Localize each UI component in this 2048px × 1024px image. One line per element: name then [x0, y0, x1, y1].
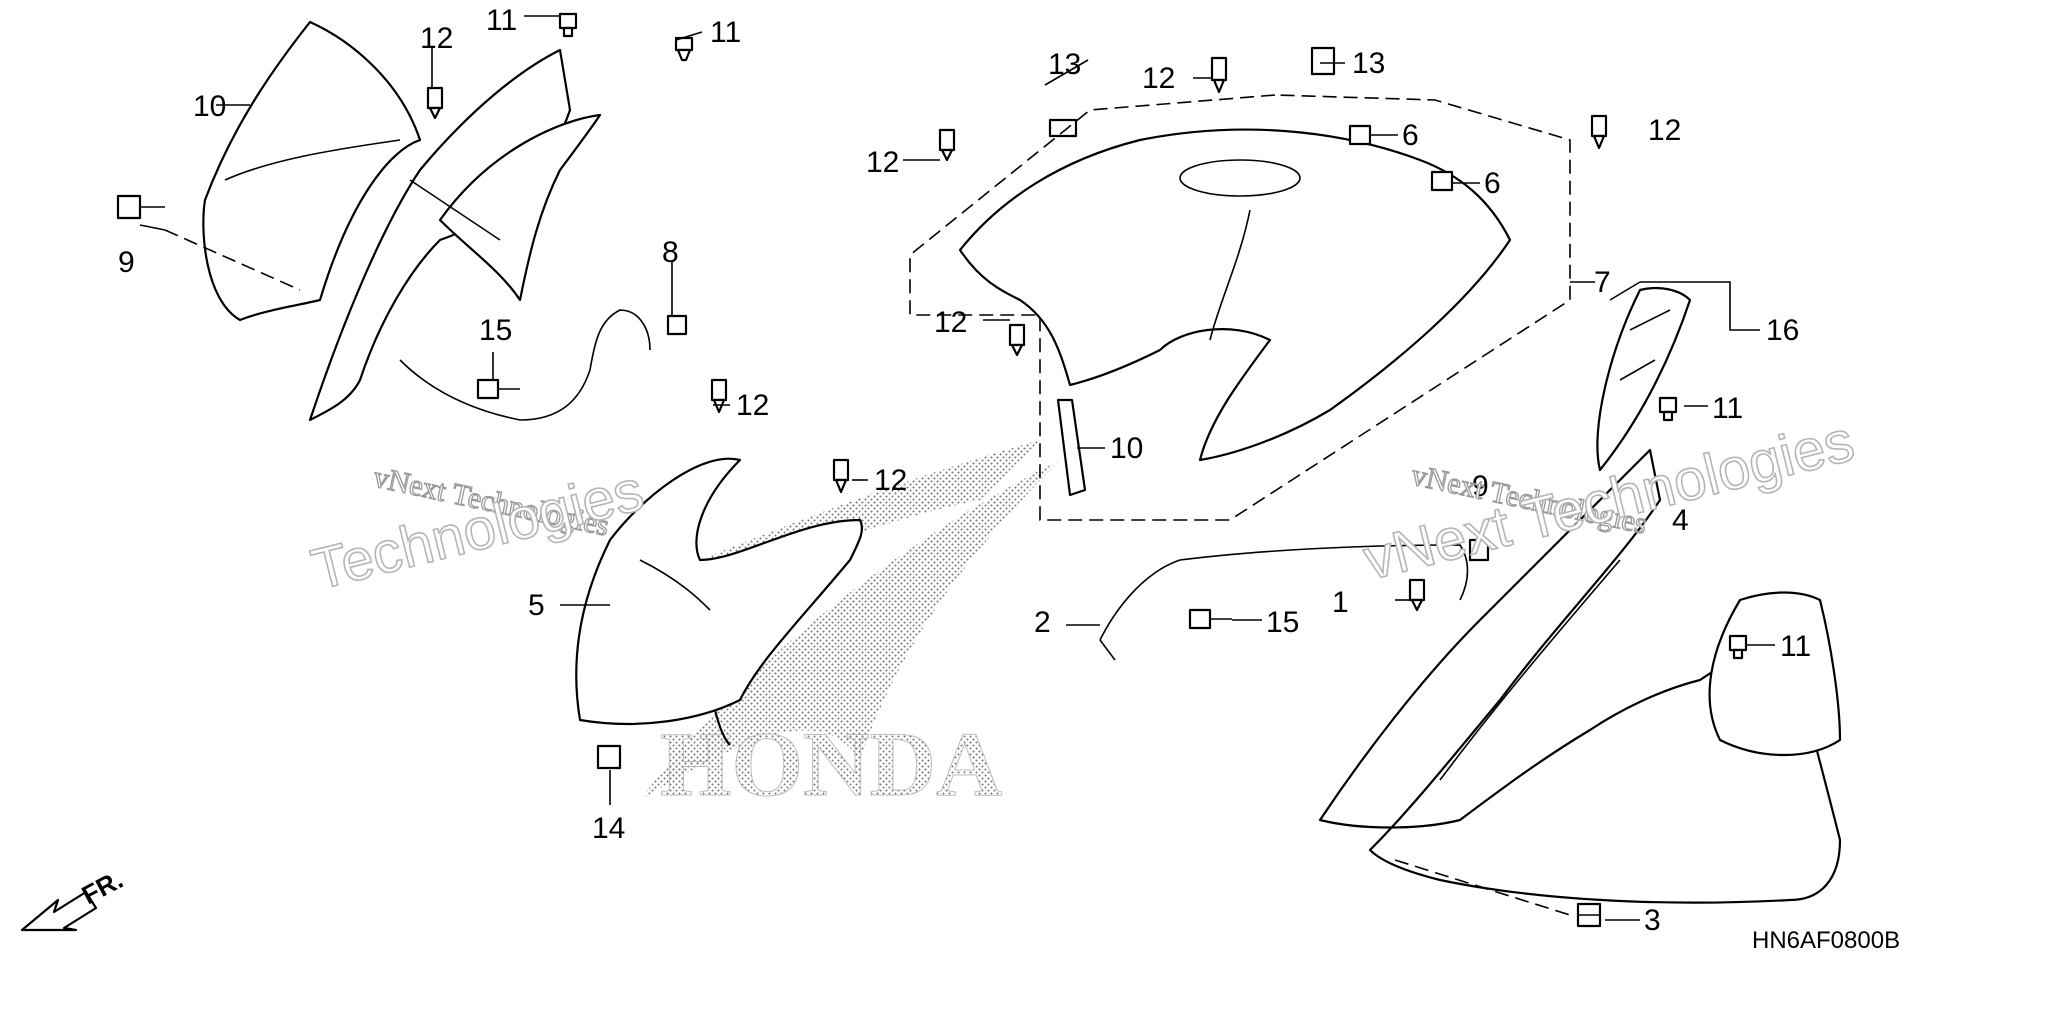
- grommet-icon: [1430, 170, 1454, 192]
- callout-label: 12: [420, 22, 453, 55]
- tank-cover-part-7: [958, 128, 1512, 462]
- clip-icon: [710, 378, 728, 414]
- nut-icon: [1310, 46, 1336, 76]
- callout-label: 3: [1644, 904, 1661, 937]
- callout-label: 5: [528, 589, 545, 622]
- leader-lines: [139, 15, 1775, 921]
- callout-label: 6: [1484, 167, 1501, 200]
- callout-label: 6: [1402, 119, 1419, 152]
- callout-label: 11: [486, 4, 517, 37]
- nut-icon: [1048, 118, 1078, 138]
- upper-cowl: [308, 48, 602, 422]
- bolt-icon: [1576, 902, 1602, 928]
- callout-label: 16: [1766, 314, 1799, 347]
- callout-label: 12: [1142, 62, 1175, 95]
- callout-label: 11: [710, 16, 741, 49]
- callout-label: 15: [1266, 606, 1299, 639]
- callout-label: 9: [118, 246, 135, 279]
- clip-icon: [938, 128, 956, 162]
- callout-label: 12: [1648, 114, 1681, 147]
- callout-label: 10: [193, 90, 226, 123]
- callout-labels: 10 9 12 11 11 8 15 5 14 12 12 13 12 13 6…: [118, 4, 1811, 937]
- callout-label: 4: [1672, 504, 1689, 537]
- clip-icon: [1468, 538, 1490, 562]
- decal-part-16: [1596, 286, 1692, 472]
- clip-icon: [1210, 56, 1228, 94]
- clip-icon: [426, 86, 444, 120]
- callout-label: 12: [866, 146, 899, 179]
- callout-label: 1: [1332, 586, 1349, 619]
- clip-icon: [1590, 114, 1608, 150]
- callout-label: 13: [1352, 47, 1385, 80]
- assembly-lines: [164, 94, 1571, 916]
- clip-icon: [666, 314, 688, 336]
- callout-label: 11: [1780, 630, 1811, 663]
- clip-icon: [674, 36, 694, 62]
- stay-bracket-part-2: [1099, 544, 1469, 661]
- callout-label: 12: [736, 389, 769, 422]
- windscreen-part-3: [202, 20, 422, 322]
- fasteners: [116, 12, 1748, 928]
- front-fender-part-4: [1318, 448, 1842, 904]
- clip-icon: [1008, 323, 1026, 357]
- callout-label: 8: [662, 236, 679, 269]
- callout-label: 15: [479, 314, 512, 347]
- callout-label: 12: [934, 306, 967, 339]
- bolt-icon: [476, 378, 520, 400]
- callout-label: 11: [1712, 392, 1743, 425]
- clip-icon: [558, 12, 578, 38]
- callout-label: 9: [1472, 470, 1489, 503]
- stay-bracket-part-1: [399, 309, 651, 421]
- bolt-icon: [1188, 608, 1232, 630]
- callout-label: 2: [1034, 606, 1051, 639]
- nut-icon: [596, 744, 622, 770]
- clip-icon: [1408, 578, 1426, 612]
- callout-label: 10: [1110, 432, 1143, 465]
- callout-label: 13: [1048, 48, 1081, 81]
- grommet-icon: [1348, 124, 1372, 146]
- front-direction-arrow: FR.: [20, 864, 128, 932]
- clip-icon: [1658, 396, 1678, 422]
- callout-label: 14: [592, 812, 625, 845]
- callout-label: 12: [874, 464, 907, 497]
- honda-logo-text: HONDA: [660, 713, 1002, 815]
- callout-label: 7: [1594, 266, 1611, 299]
- rubber-strip-part-8: [1056, 398, 1087, 497]
- headlight-cowl-part-5: [575, 457, 864, 746]
- diagram-code: HN6AF0800B: [1752, 927, 1900, 954]
- clip-icon: [1728, 634, 1748, 660]
- bolt-icon: [116, 194, 165, 220]
- clip-icon: [832, 458, 850, 494]
